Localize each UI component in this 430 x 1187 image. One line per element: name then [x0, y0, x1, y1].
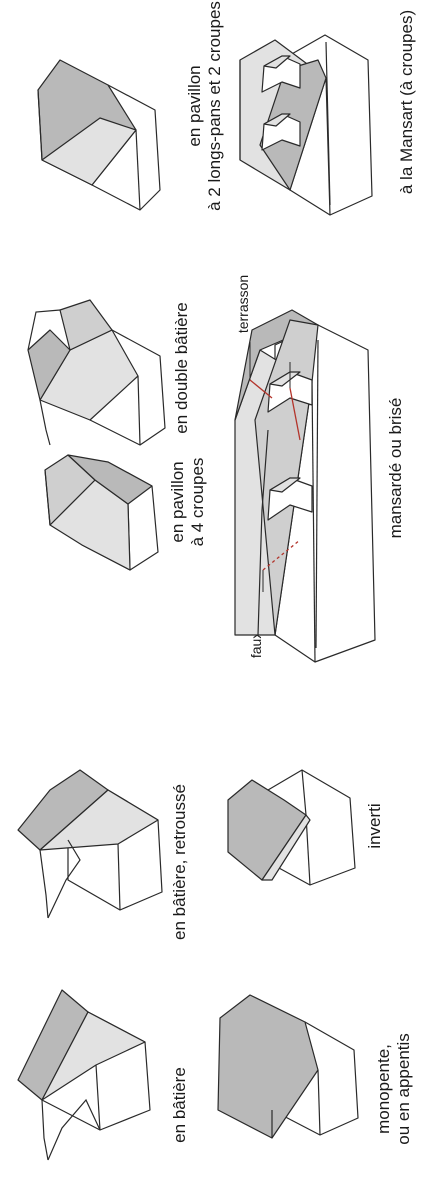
label-en-pavillon-4-line1: en pavillon — [168, 461, 187, 542]
drawing-en-pavillon-4 — [45, 455, 158, 570]
label-en-batiere-retrousse-text: en bâtière, retroussé — [170, 784, 189, 940]
label-en-batiere-text: en bâtière — [170, 1067, 189, 1143]
drawing-inverti — [228, 770, 355, 885]
label-en-pavillon-4: en pavillon à 4 croupes — [168, 458, 207, 547]
drawing-a-la-mansart — [240, 35, 372, 215]
drawing-double-batiere — [28, 300, 165, 445]
label-pavillon-2: en pavillon à 2 longs-pans et 2 croupes — [185, 1, 224, 211]
drawing-en-batiere — [18, 990, 150, 1160]
label-a-la-mansart: à la Mansart (à croupes) — [397, 10, 416, 194]
drawing-mansarde — [235, 310, 375, 662]
label-mansarde: mansardé ou brisé — [386, 398, 405, 539]
label-en-batiere: en bâtière — [170, 1067, 189, 1143]
drawing-monopente — [218, 995, 358, 1138]
label-inverti: inverti — [365, 803, 384, 848]
label-monopente: monopente, ou en appentis — [374, 1033, 413, 1145]
label-en-pavillon-4-line2: à 4 croupes — [188, 458, 207, 547]
label-pavillon-2-line1: en pavillon — [185, 65, 204, 146]
label-monopente-line1: monopente, — [374, 1044, 393, 1134]
label-pavillon-2-line2: à 2 longs-pans et 2 croupes — [205, 1, 224, 211]
callout-terrasson: terrasson — [235, 275, 251, 333]
drawing-en-batiere-retrousse — [18, 770, 162, 918]
label-double-batiere: en double bâtière — [172, 302, 191, 433]
label-a-la-mansart-text: à la Mansart (à croupes) — [397, 10, 416, 194]
label-inverti-text: inverti — [365, 803, 384, 848]
label-en-batiere-retrousse: en bâtière, retroussé — [170, 784, 189, 940]
label-double-batiere-text: en double bâtière — [172, 302, 191, 433]
label-monopente-line2: ou en appentis — [394, 1033, 413, 1145]
label-mansarde-text: mansardé ou brisé — [386, 398, 405, 539]
drawing-pavillon-2 — [38, 60, 160, 210]
